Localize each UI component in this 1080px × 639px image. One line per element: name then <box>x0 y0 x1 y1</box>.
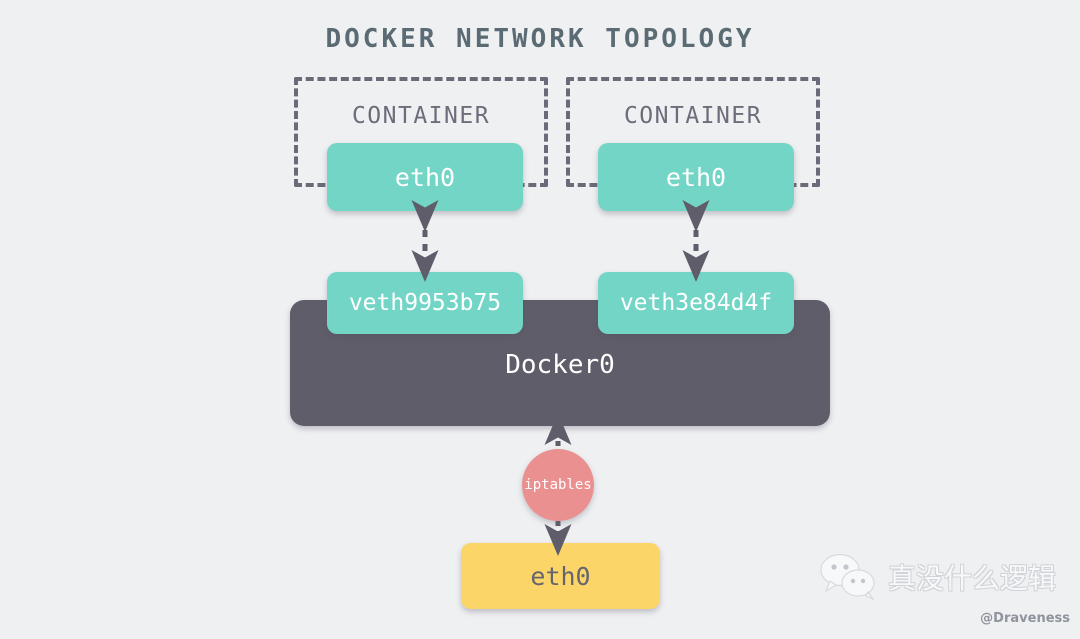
watermark-account-name: 真没什么逻辑 <box>888 562 1057 595</box>
host-eth0[interactable]: eth0 <box>461 543 660 609</box>
container-eth0-left[interactable]: eth0 <box>327 143 523 211</box>
iptables-node[interactable]: iptables <box>522 449 594 521</box>
page-title: DOCKER NETWORK TOPOLOGY <box>325 24 755 54</box>
veth-right[interactable]: veth3e84d4f <box>598 272 794 334</box>
watermark: 真没什么逻辑 @Draveness <box>820 553 1070 631</box>
container-eth0-right[interactable]: eth0 <box>598 143 794 211</box>
wechat-logo-icon <box>820 553 875 601</box>
container-label-right: CONTAINER <box>623 103 763 129</box>
container-label-left: CONTAINER <box>351 103 491 129</box>
watermark-handle: @Draveness <box>980 611 1070 626</box>
veth-left[interactable]: veth9953b75 <box>327 272 523 334</box>
bridge-label: Docker0 <box>505 350 615 380</box>
